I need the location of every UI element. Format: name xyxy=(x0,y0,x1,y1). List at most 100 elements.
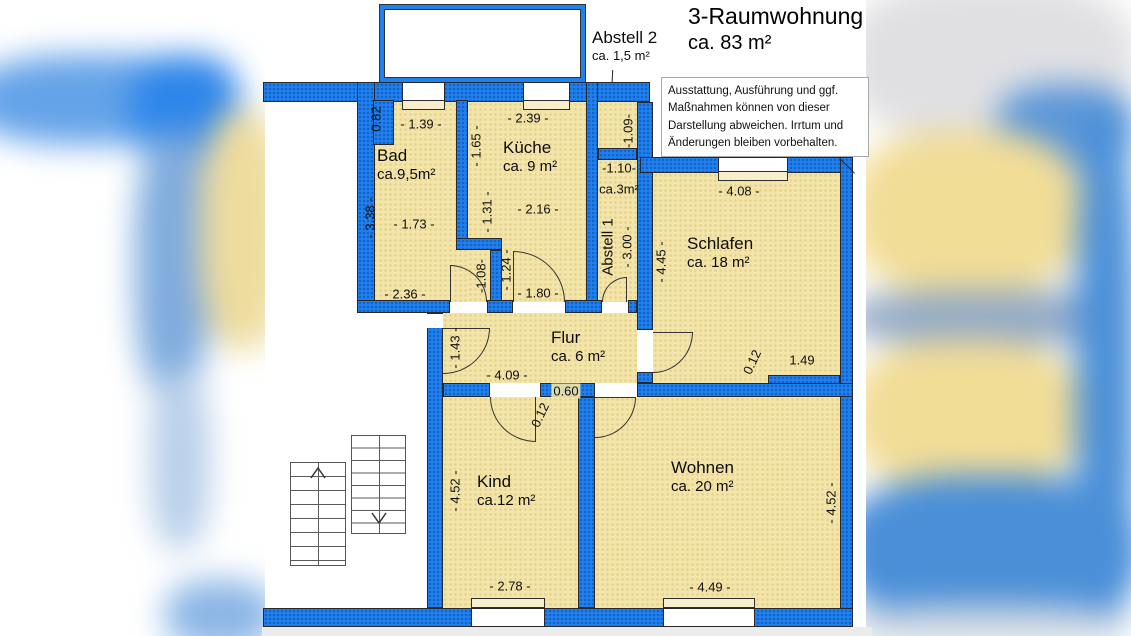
dimension-label: - 4.49 - xyxy=(689,579,731,595)
room-area: ca. 9 m² xyxy=(503,158,558,176)
room-name: Flur xyxy=(551,328,581,347)
staircase-down xyxy=(351,435,406,534)
wall-h2-seg3 xyxy=(637,383,853,397)
room-label-wohnen: Wohnen ca. 20 m² xyxy=(671,458,734,496)
blur-blob xyxy=(135,130,210,400)
dimension-label: - 2.36 - xyxy=(384,286,426,302)
dimension-label: 0.82 xyxy=(368,106,384,132)
page-bottom-strip xyxy=(262,627,872,636)
dimension-label: - 3.00 - xyxy=(619,226,635,268)
dimension-label: - 1.73 - xyxy=(393,216,435,232)
dimension-label: - 2.39 - xyxy=(507,110,549,126)
sill-kind xyxy=(471,598,545,608)
blurred-left-band xyxy=(0,0,265,636)
dimension-label: - 1.24 - xyxy=(498,249,514,291)
room-wohnen xyxy=(595,397,840,608)
dimension-label: - 4.45 - xyxy=(653,241,669,283)
dimension-label: -1.09- xyxy=(620,114,636,148)
room-label-flur: Flur ca. 6 m² xyxy=(551,328,605,366)
stair-up-arrow-icon xyxy=(309,466,327,485)
window-wohnen xyxy=(663,609,755,626)
disclaimer-line: Maßnahmen können von dieser xyxy=(668,102,830,115)
dimension-label: 1.49 xyxy=(789,352,815,368)
dimension-label: - 1.65 - xyxy=(468,125,484,167)
dimension-label: - 1.31 - xyxy=(479,191,495,233)
staircase-up xyxy=(290,462,346,566)
room-abstell2 xyxy=(598,102,637,148)
window-bad xyxy=(402,83,445,101)
room-area: ca. 6 m² xyxy=(551,348,606,366)
wall-schlafen-step xyxy=(768,375,840,384)
blur-blob xyxy=(866,605,1126,636)
wall-bottom xyxy=(263,608,853,627)
wall-h1-seg3 xyxy=(565,300,602,313)
room-label-schlafen: Schlafen ca. 18 m² xyxy=(687,234,753,272)
blur-blob xyxy=(866,340,1081,490)
wall-h1-seg1 xyxy=(357,300,450,313)
wall-flur-kind-left xyxy=(427,313,443,608)
blur-blob xyxy=(866,130,1081,295)
plan-title-line1: 3-Raumwohnung xyxy=(688,3,864,29)
disclaimer-line: Ausstattung, Ausführung und ggf. xyxy=(668,85,839,97)
blurred-left-content xyxy=(0,0,265,636)
dimension-label: - 1.43 - xyxy=(447,327,463,369)
room-area: ca.12 m² xyxy=(477,492,536,510)
dimension-label: - 3.38 - xyxy=(362,197,378,239)
dimension-label: - 4.09 - xyxy=(486,367,528,383)
room-area: ca.9,5m² xyxy=(377,166,436,184)
sill-wohnen xyxy=(663,598,755,608)
sill-schlafen xyxy=(718,171,788,181)
wall-bad-kueche-upper xyxy=(456,100,468,240)
wall-bad-notch xyxy=(373,100,394,145)
window-kind xyxy=(471,609,545,626)
room-label-abstell1-area: ca.3m² xyxy=(599,181,639,197)
sill-kueche xyxy=(523,100,570,110)
blur-blob xyxy=(165,580,265,636)
room-name: Bad xyxy=(377,146,408,165)
wall-bad-kueche-step xyxy=(456,238,502,250)
dimension-label: 0.60 xyxy=(551,383,581,399)
disclaimer-line: Darstellung abweichen. Irrtum und xyxy=(668,119,844,132)
dimension-label: - 1.80 - xyxy=(517,285,559,301)
wall-schlafen-left-upper xyxy=(637,102,653,330)
stair-center-line xyxy=(378,436,380,533)
dimension-label: - 4.08 - xyxy=(718,183,760,199)
dimension-label: - 4.52 - xyxy=(447,470,463,512)
wall-kind-wohnen xyxy=(578,397,595,608)
wall-abstell-divider xyxy=(598,148,637,160)
room-area: ca. 18 m² xyxy=(687,254,750,272)
window-kueche xyxy=(523,83,570,101)
room-name: Wohnen xyxy=(671,458,735,477)
dimension-label: -1.10- xyxy=(602,160,636,176)
balcony-outline xyxy=(380,5,585,82)
room-area: ca. 1,5 m² xyxy=(592,48,650,64)
dimension-label: -1.08- xyxy=(473,259,489,293)
room-label-kueche: Küche ca. 9 m² xyxy=(503,138,557,176)
stair-down-arrow-icon xyxy=(370,511,388,530)
wall-h1-seg4 xyxy=(628,300,637,313)
room-label-kind: Kind ca.12 m² xyxy=(477,472,535,510)
dimension-label: - 2.78 - xyxy=(489,578,531,594)
room-area: ca. 20 m² xyxy=(671,478,734,496)
wall-bad-kueche-lower xyxy=(490,250,502,302)
disclaimer-line: Änderungen bleiben vorbehalten. xyxy=(668,136,838,149)
dimension-label: - 1.39 - xyxy=(400,116,442,132)
disclaimer-box: Ausstattung, Ausführung und ggf. Maßnahm… xyxy=(661,77,869,157)
plan-title: 3-Raumwohnung ca. 83 m² xyxy=(688,2,863,56)
blur-blob xyxy=(150,370,210,550)
room-schlafen-step xyxy=(653,377,768,383)
wall-h1-seg2 xyxy=(487,300,513,313)
room-name: Kind xyxy=(477,472,512,491)
blur-blob xyxy=(200,110,265,350)
blurred-right-band xyxy=(866,0,1131,636)
room-name: Küche xyxy=(503,138,552,157)
wall-kueche-abstell xyxy=(586,82,598,302)
wall-left-upper xyxy=(357,82,375,313)
stair-center-line xyxy=(318,463,319,565)
room-label-abstell1-name: Abstell 1 xyxy=(599,218,617,276)
room-label-bad: Bad ca.9,5m² xyxy=(377,146,435,184)
entry-door-gap xyxy=(427,314,443,328)
blur-blob xyxy=(1076,100,1131,636)
window-schlafen xyxy=(718,158,788,172)
